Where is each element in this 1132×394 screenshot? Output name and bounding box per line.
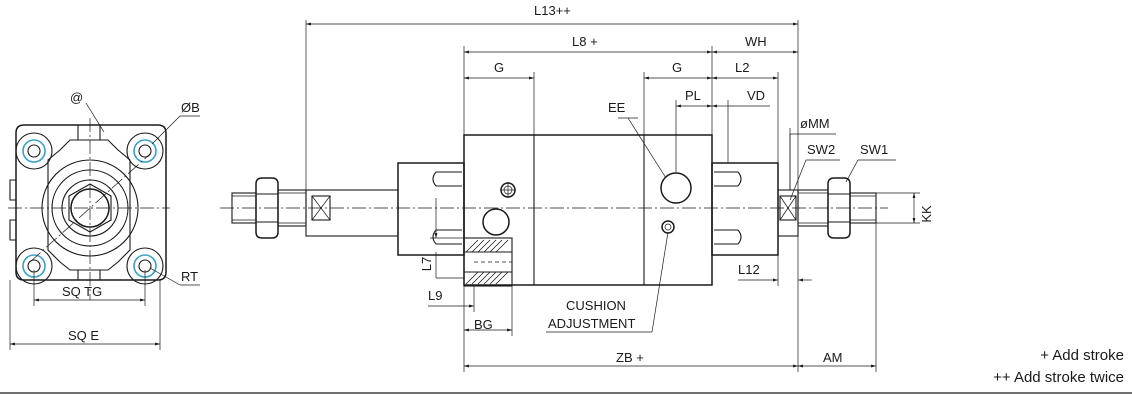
label-cushion-2: ADJUSTMENT <box>548 316 635 331</box>
label-l12: L12 <box>738 262 760 277</box>
note-add-stroke: + Add stroke <box>1040 347 1124 364</box>
label-cushion-1: CUSHION <box>566 298 626 313</box>
label-sw1: SW1 <box>860 142 888 157</box>
label-am: AM <box>823 350 843 365</box>
label-b: ØB <box>181 100 200 115</box>
label-vd: VD <box>747 88 765 103</box>
label-kk: KK <box>919 205 934 223</box>
label-sq-e: SQ E <box>68 328 99 343</box>
notes: + Add stroke ++ Add stroke twice <box>993 347 1124 386</box>
mounting-hole-top-left <box>22 139 46 163</box>
label-l8: L8 + <box>572 34 598 49</box>
label-l7: L7 <box>419 257 434 271</box>
label-at: @ <box>70 90 83 105</box>
label-g-right: G <box>672 60 682 75</box>
end-view <box>8 102 200 350</box>
label-sw2: SW2 <box>807 142 835 157</box>
side-view <box>220 20 920 372</box>
label-sq-tg: SQ TG <box>62 284 102 299</box>
label-l9: L9 <box>428 288 442 303</box>
note-add-stroke-twice: ++ Add stroke twice <box>993 369 1124 386</box>
hatched-section <box>465 239 509 285</box>
label-pl: PL <box>685 88 701 103</box>
label-l13: L13++ <box>534 3 571 18</box>
mounting-hole-top-right <box>133 139 157 163</box>
label-ee: EE <box>608 100 626 115</box>
label-mm: øMM <box>800 116 830 131</box>
label-bg: BG <box>474 317 493 332</box>
label-wh: WH <box>745 34 767 49</box>
label-l2: L2 <box>735 60 749 75</box>
label-zb: ZB + <box>616 350 644 365</box>
label-g-left: G <box>494 60 504 75</box>
label-rt: RT <box>181 269 198 284</box>
